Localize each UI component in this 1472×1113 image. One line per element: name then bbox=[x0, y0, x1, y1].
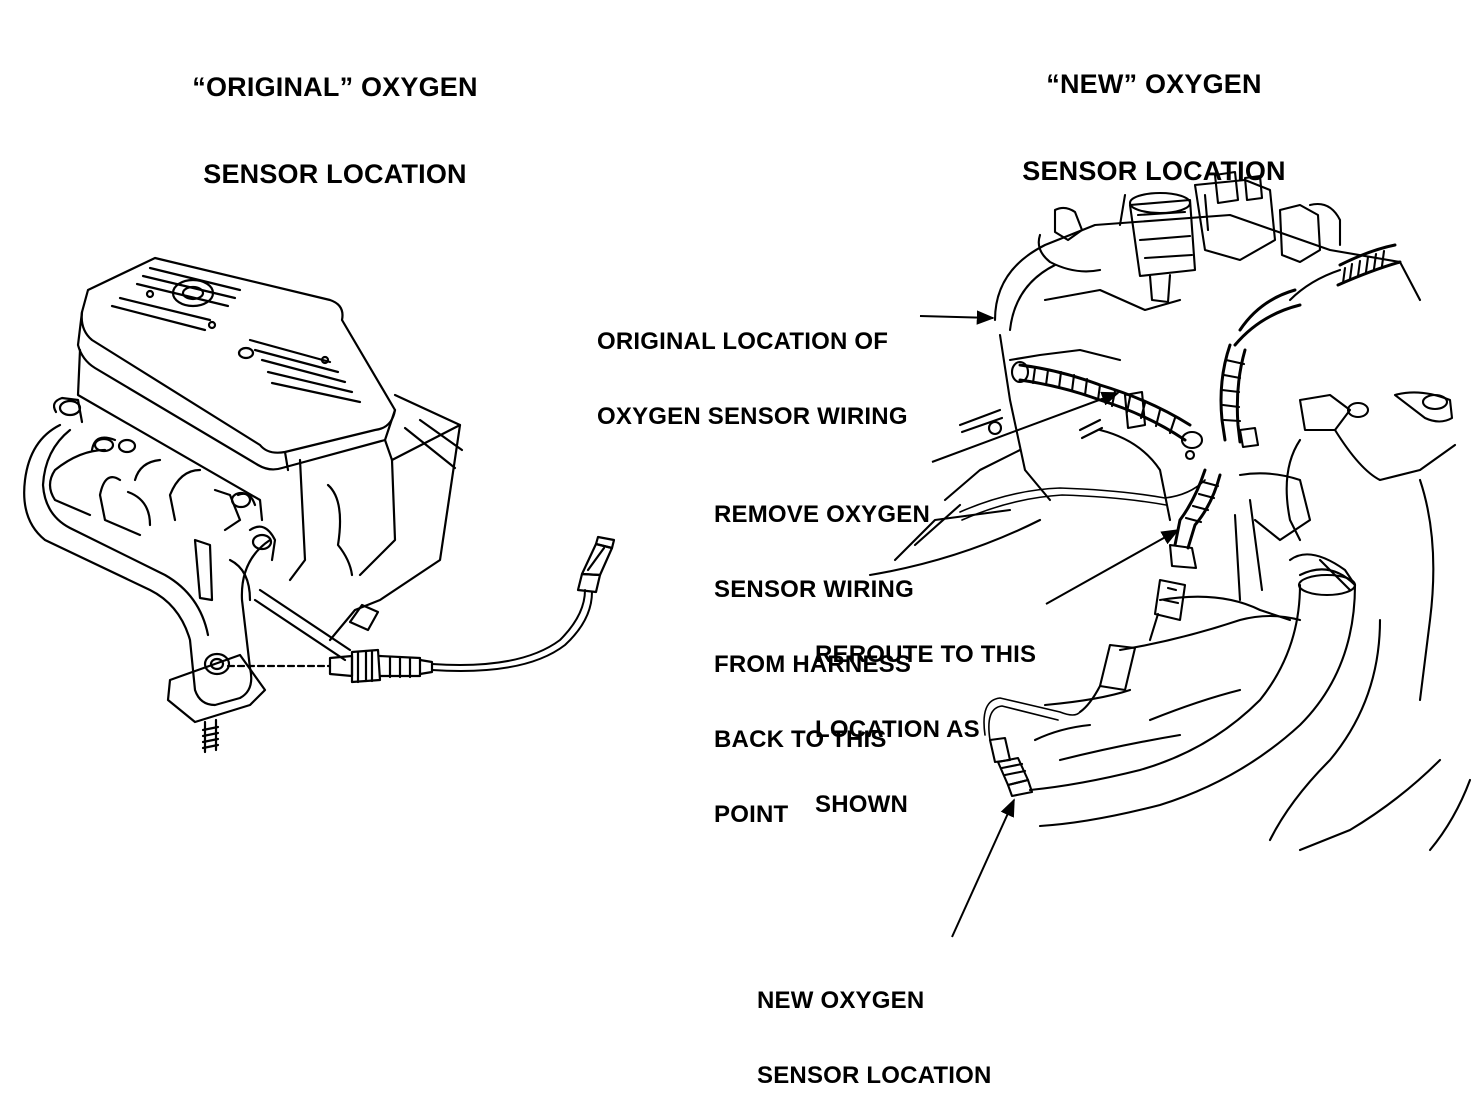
callout-line: SENSOR WIRING bbox=[714, 576, 914, 603]
callout-line: POINT bbox=[714, 801, 789, 828]
original-engine-illustration bbox=[23, 256, 616, 754]
original-wiring-arrow bbox=[919, 310, 995, 325]
callout-line: SENSOR LOCATION bbox=[757, 1062, 992, 1089]
new-location-arrow bbox=[951, 798, 1015, 938]
callout-line: LOCATION AS bbox=[815, 716, 980, 743]
reroute-callout: REROUTE TO THIS LOCATION AS SHOWN bbox=[815, 592, 1036, 842]
callout-line: OXYGEN SENSOR WIRING bbox=[597, 403, 908, 430]
callout-line: BACK TO THIS bbox=[714, 726, 887, 753]
original-title-line-2: SENSOR LOCATION bbox=[203, 159, 467, 189]
remove-wiring-callout: REMOVE OXYGEN SENSOR WIRING FROM HARNESS… bbox=[714, 452, 930, 852]
new-engine-illustration bbox=[868, 170, 1472, 852]
original-title-line-1: “ORIGINAL” OXYGEN bbox=[192, 72, 478, 102]
reroute-arrow bbox=[1045, 529, 1180, 605]
callout-arrows bbox=[919, 310, 1180, 938]
new-title-line-2: SENSOR LOCATION bbox=[1022, 156, 1286, 186]
original-panel-title: “ORIGINAL” OXYGEN SENSOR LOCATION bbox=[180, 15, 490, 218]
callout-line: ORIGINAL LOCATION OF bbox=[597, 328, 889, 355]
new-location-callout: NEW OXYGEN SENSOR LOCATION bbox=[757, 938, 992, 1113]
callout-line: NEW OXYGEN bbox=[757, 987, 925, 1014]
original-wiring-callout: ORIGINAL LOCATION OF OXYGEN SENSOR WIRIN… bbox=[597, 279, 908, 454]
new-title-line-1: “NEW” OXYGEN bbox=[1046, 69, 1262, 99]
callout-line: FROM HARNESS bbox=[714, 651, 912, 678]
new-panel-title: “NEW” OXYGEN SENSOR LOCATION bbox=[1000, 12, 1308, 215]
oxygen-sensor-relocation-diagram bbox=[23, 170, 1472, 938]
callout-line: SHOWN bbox=[815, 791, 908, 818]
callout-line: REMOVE OXYGEN bbox=[714, 501, 930, 528]
remove-wiring-arrow bbox=[931, 391, 1120, 463]
callout-line: REROUTE TO THIS bbox=[815, 641, 1037, 668]
